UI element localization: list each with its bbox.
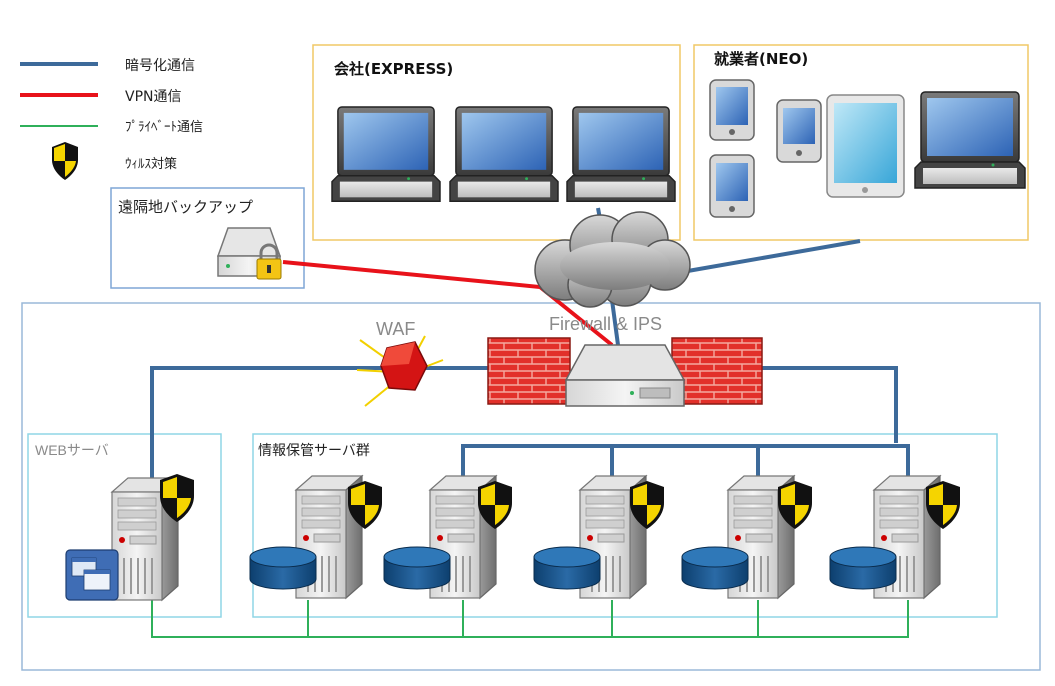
- smartphone-icon: [776, 99, 822, 163]
- waf-icon: [356, 335, 444, 407]
- encrypted-link-employee: [681, 239, 861, 274]
- encrypted-bus: [461, 444, 910, 476]
- zone-backup-label: 遠隔地バックアップ: [118, 198, 253, 216]
- zone-web-label: WEBサーバ: [35, 442, 109, 458]
- laptop-icon: [914, 91, 1026, 189]
- smartphone-icon: [709, 79, 755, 141]
- antivirus-shield-icon: [478, 481, 512, 529]
- laptop-icon: [331, 106, 441, 202]
- encrypted-link-storage: [760, 366, 898, 443]
- zone-company: [312, 44, 681, 241]
- antivirus-shield-icon: [160, 474, 194, 522]
- lock-icon: [256, 243, 282, 280]
- zone-storage-label: 情報保管サーバ群: [258, 443, 370, 459]
- storage-disk-icon: [383, 546, 451, 590]
- encrypted-link-web: [150, 366, 490, 478]
- private-link: [151, 600, 909, 638]
- legend-antivirus-label: ｳｨﾙｽ対策: [125, 156, 177, 172]
- zone-employee-label: 就業者(NEO): [714, 50, 808, 68]
- antivirus-shield-icon: [778, 481, 812, 529]
- internet-cloud-icon: [534, 211, 691, 308]
- encrypted-link-cloud-fw: [610, 299, 620, 346]
- antivirus-shield-icon: [926, 481, 960, 529]
- zone-web: [27, 433, 222, 618]
- zone-backup: [110, 187, 305, 289]
- laptop-icon: [449, 106, 559, 202]
- smartphone-icon: [709, 154, 755, 218]
- zone-internal: [21, 302, 1041, 671]
- storage-disk-icon: [829, 546, 897, 590]
- legend: 暗号化通信 VPN通信 ﾌﾟﾗｲﾍﾞｰﾄ通信 ｳｨﾙｽ対策: [20, 58, 203, 180]
- laptop-icon: [566, 106, 676, 202]
- antivirus-shield-icon: [630, 481, 664, 529]
- storage-disk-icon: [533, 546, 601, 590]
- zone-company-label: 会社(EXPRESS): [334, 60, 453, 78]
- zone-storage: [252, 433, 998, 618]
- web-application-icon: [65, 549, 119, 601]
- firewall-icon: [487, 337, 763, 405]
- legend-vpn-label: VPN通信: [125, 89, 182, 105]
- antivirus-shield-icon: [348, 481, 382, 529]
- zone-employee: [693, 44, 1029, 241]
- firewall-label: Firewall & IPS: [549, 314, 662, 334]
- antivirus-shield-icon: [52, 142, 78, 180]
- legend-encrypted-label: 暗号化通信: [125, 58, 195, 74]
- storage-disk-icon: [249, 546, 317, 590]
- ips-appliance-icon: [564, 344, 686, 407]
- legend-private-label: ﾌﾟﾗｲﾍﾞｰﾄ通信: [125, 120, 203, 135]
- waf-label: WAF: [376, 319, 415, 339]
- storage-disk-icon: [681, 546, 749, 590]
- tablet-icon: [826, 94, 905, 198]
